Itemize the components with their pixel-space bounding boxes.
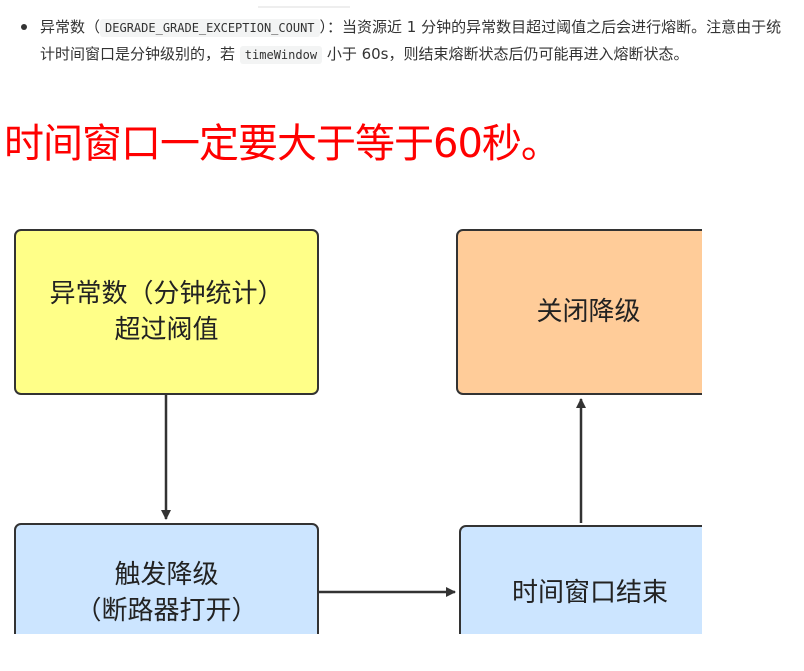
- node-exception-line2: 超过阀值: [114, 315, 219, 345]
- flow-arrows: [161, 395, 586, 597]
- bullet-mid-text: ）：当资源近 1 分钟的异常数目超过阈值之后会进行熔断。注意由于统计时间窗口是分…: [40, 18, 782, 63]
- node-window-end-label: 时间窗口结束: [511, 578, 668, 608]
- top-divider: [258, 6, 350, 8]
- code-exception-count: DEGRADE_GRADE_EXCEPTION_COUNT: [100, 19, 320, 37]
- node-trigger-degrade: 触发降级 （断路器打开）: [14, 523, 319, 634]
- node-exception-threshold: 异常数（分钟统计） 超过阀值: [14, 229, 319, 395]
- bullet-paragraph: 异常数（DEGRADE_GRADE_EXCEPTION_COUNT）：当资源近 …: [40, 14, 790, 68]
- node-trigger-line1: 触发降级: [114, 560, 219, 590]
- node-close-degrade-label: 关闭降级: [536, 297, 641, 327]
- code-time-window: timeWindow: [239, 46, 323, 64]
- node-exception-line1: 异常数（分钟统计）: [49, 279, 284, 309]
- degrade-flow-diagram: 异常数（分钟统计） 超过阀值 关闭降级 触发降级 （断路器打开） 时间窗口结束: [0, 205, 702, 634]
- bullet-tail-text: 小于 60s，则结束熔断状态后仍可能再进入熔断状态。: [326, 45, 689, 63]
- bullet-dot: [21, 24, 27, 30]
- node-close-degrade: 关闭降级: [456, 229, 702, 395]
- node-window-end: 时间窗口结束: [459, 525, 702, 634]
- node-trigger-line2: （断路器打开）: [75, 596, 258, 626]
- headline: 时间窗口一定要大于等于60秒。: [4, 121, 561, 167]
- bullet-lead-text: 异常数（: [40, 18, 101, 36]
